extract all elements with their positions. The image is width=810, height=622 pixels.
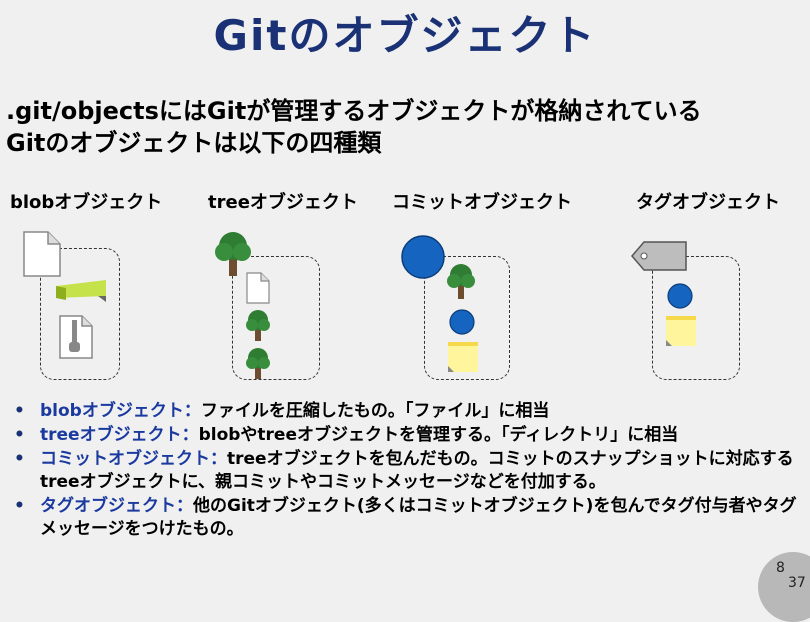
intro-text: .git/objectsにはGitが管理するオブジェクトが格納されている Git… bbox=[6, 95, 702, 159]
note-icon bbox=[666, 316, 696, 346]
bullet-head: treeオブジェクト： bbox=[40, 425, 199, 445]
blob-label: blobオブジェクト bbox=[10, 192, 163, 213]
bullet-dot-icon: • bbox=[14, 496, 25, 516]
tree-icon bbox=[447, 264, 475, 299]
page-current: 8 bbox=[776, 560, 785, 576]
bullet-text: ファイルを圧縮したもの。「ファイル」に相当 bbox=[200, 401, 550, 421]
intro-line-1: .git/objectsにはGitが管理するオブジェクトが格納されている bbox=[6, 97, 702, 125]
subtree-icon bbox=[246, 348, 270, 379]
commit-circle-icon bbox=[667, 283, 693, 309]
bullet-head: blobオブジェクト： bbox=[40, 401, 201, 421]
bullet-text: treeオブジェクトを包んだもの。コミットのスナップショットに対応するtreeオ… bbox=[40, 449, 794, 492]
tree-container bbox=[232, 256, 320, 380]
bullet-item: • コミットオブジェクト：treeオブジェクトを包んだもの。コミットのスナップシ… bbox=[8, 448, 808, 494]
subtree-icon bbox=[246, 310, 270, 341]
parent-commit-icon bbox=[449, 309, 475, 335]
bullet-item: • blobオブジェクト：ファイルを圧縮したもの。「ファイル」に相当 bbox=[8, 400, 808, 423]
bullet-text: blobやtreeオブジェクトを管理する。「ディレクトリ」に相当 bbox=[198, 425, 679, 445]
compress-ribbon-icon bbox=[56, 280, 106, 302]
commit-label: コミットオブジェクト bbox=[392, 192, 572, 213]
tag-icon bbox=[631, 241, 687, 271]
tree-label: treeオブジェクト bbox=[208, 192, 358, 213]
bullet-dot-icon: • bbox=[14, 449, 25, 469]
blob-container bbox=[40, 248, 120, 380]
commit-container bbox=[424, 256, 510, 380]
bullet-item: • treeオブジェクト：blobやtreeオブジェクトを管理する。「ディレクト… bbox=[8, 424, 808, 447]
slide-title: Gitのオブジェクト bbox=[213, 11, 597, 60]
intro-line-2: Gitのオブジェクトは以下の四種類 bbox=[6, 129, 382, 157]
commit-circle-icon bbox=[401, 235, 445, 279]
bullet-text: 他のGitオブジェクト(多くはコミットオブジェクト)を包んでタグ付与者やタグメッ… bbox=[40, 496, 797, 539]
bullet-item: • タグオブジェクト：他のGitオブジェクト(多くはコミットオブジェクト)を包ん… bbox=[8, 495, 808, 541]
bullet-list: • blobオブジェクト：ファイルを圧縮したもの。「ファイル」に相当 • tre… bbox=[8, 400, 808, 542]
bullet-head: タグオブジェクト： bbox=[40, 496, 193, 516]
zip-file-icon bbox=[59, 315, 93, 359]
note-icon bbox=[448, 342, 478, 372]
blob-file-icon bbox=[246, 272, 270, 304]
file-icon bbox=[23, 231, 61, 277]
bullet-dot-icon: • bbox=[14, 401, 25, 421]
tree-icon bbox=[215, 232, 251, 276]
tag-label: タグオブジェクト bbox=[636, 192, 780, 213]
bullet-dot-icon: • bbox=[14, 425, 25, 445]
tag-container bbox=[652, 256, 740, 380]
bullet-head: コミットオブジェクト： bbox=[40, 449, 227, 469]
page-total: 37 bbox=[788, 575, 806, 591]
